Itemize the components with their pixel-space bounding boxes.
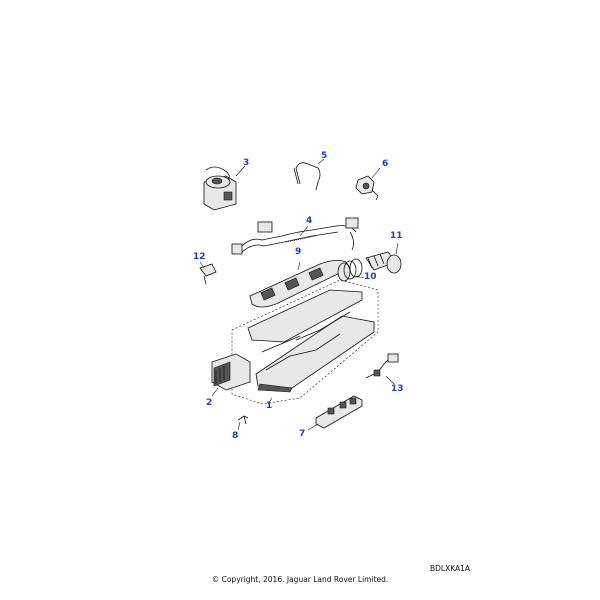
part-5-wire [293, 158, 325, 191]
callout-12[interactable]: 12 [193, 252, 206, 262]
callout-4[interactable]: 4 [306, 216, 313, 226]
part-10-bellows [337, 258, 365, 282]
reference-code: BDLXKA1A [430, 564, 471, 573]
callout-10[interactable]: 10 [364, 272, 377, 282]
callout-2[interactable]: 2 [206, 398, 213, 408]
part-13-connector [365, 353, 399, 385]
part-1-console-housing [231, 279, 379, 405]
part-11-outlet-duct [365, 242, 402, 274]
callout-13[interactable]: 13 [391, 384, 404, 394]
part-6-sensor [355, 167, 381, 201]
copyright-notice: © Copyright, 2016. Jaguar Land Rover Lim… [211, 575, 389, 584]
callout-6[interactable]: 6 [382, 159, 389, 169]
callout-9[interactable]: 9 [295, 247, 302, 257]
part-4-wiring-harness [231, 217, 359, 255]
part-7-switch-panel [307, 395, 363, 431]
part-2-storage-unit [211, 353, 251, 397]
callout-1[interactable]: 1 [266, 401, 273, 411]
callout-7[interactable]: 7 [299, 429, 306, 439]
part-12-clip [199, 261, 217, 285]
callout-11[interactable]: 11 [390, 231, 403, 241]
callout-8[interactable]: 8 [232, 431, 239, 441]
callout-3[interactable]: 3 [243, 158, 250, 168]
part-8-fastener [237, 415, 249, 431]
callout-5[interactable]: 5 [321, 151, 328, 161]
part-3-blower-motor [203, 165, 246, 211]
